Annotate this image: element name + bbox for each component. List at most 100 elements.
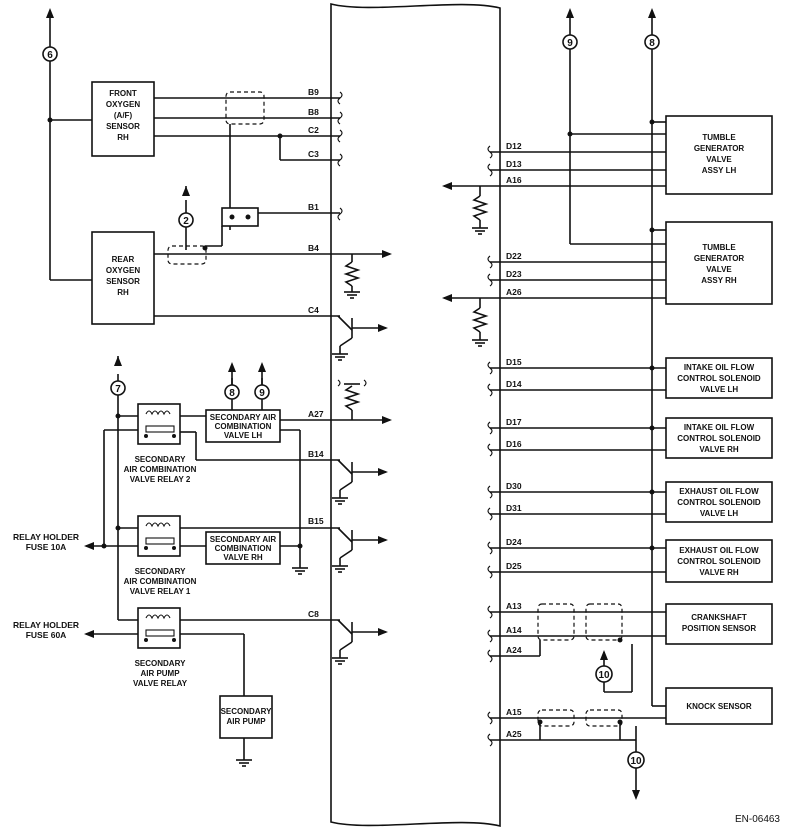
secondary-air-valve-lh-box xyxy=(205,409,281,443)
pin-c4: C4 xyxy=(308,305,319,315)
tgv-rh-label-1: TUMBLE xyxy=(702,243,736,252)
fuse-10a-label-1: RELAY HOLDER xyxy=(13,532,79,542)
junction-box-b1 xyxy=(221,207,259,227)
tgv-rh-label-2: GENERATOR xyxy=(694,254,745,263)
tgv-lh-label-3: VALVE xyxy=(706,155,732,164)
valve-lh-label-2: COMBINATION xyxy=(215,422,272,431)
exhaust-lh-label-1: EXHAUST OIL FLOW xyxy=(679,487,759,496)
intake-lh-label-3: VALVE LH xyxy=(700,385,739,394)
valve-rh-label-3: VALVE RH xyxy=(223,553,262,562)
pin-a13: A13 xyxy=(506,601,522,611)
valve-rh-label-2: COMBINATION xyxy=(215,544,272,553)
front-oxygen-label-5: RH xyxy=(117,133,129,142)
pin-d15: D15 xyxy=(506,357,522,367)
tgv-lh-label-2: GENERATOR xyxy=(694,144,745,153)
reference-marker-10-upper xyxy=(595,665,613,683)
pin-d13: D13 xyxy=(506,159,522,169)
intake-rh-label-3: VALVE RH xyxy=(699,445,738,454)
relay-1-label-1: SECONDARY xyxy=(135,567,186,576)
svg-text:8: 8 xyxy=(649,38,655,49)
intake-rh-label-1: INTAKE OIL FLOW xyxy=(684,423,755,432)
front-oxygen-label-3: (A/F) xyxy=(114,111,133,120)
intake-lh-label-2: CONTROL SOLENOID xyxy=(677,374,761,383)
exhaust-lh-label-3: VALVE LH xyxy=(700,509,739,518)
rear-oxygen-label-4: RH xyxy=(117,288,129,297)
relay-1-label-3: VALVE RELAY 1 xyxy=(130,587,191,596)
relay-1-box xyxy=(137,515,181,557)
tgv-rh-label-4: ASSY RH xyxy=(701,276,737,285)
shield-crank-2 xyxy=(585,603,623,641)
pin-b1: B1 xyxy=(308,202,319,212)
ecu-body xyxy=(330,2,501,828)
relay-2-box xyxy=(137,403,181,445)
front-oxygen-label-1: FRONT xyxy=(109,89,137,98)
pin-a14: A14 xyxy=(506,625,522,635)
fuse-60a-label-1: RELAY HOLDER xyxy=(13,620,79,630)
crankshaft-label-2: POSITION SENSOR xyxy=(682,624,756,633)
tgv-rh-label-3: VALVE xyxy=(706,265,732,274)
air-pump-label-2: AIR PUMP xyxy=(226,717,266,726)
svg-text:8: 8 xyxy=(229,388,235,399)
pin-d12: D12 xyxy=(506,141,522,151)
crankshaft-sensor-box xyxy=(665,603,773,645)
fuse-60a-label-2: FUSE 60A xyxy=(26,630,67,640)
air-pump-label-1: SECONDARY xyxy=(221,707,272,716)
pin-b9: B9 xyxy=(308,87,319,97)
pump-relay-box xyxy=(137,607,181,649)
pin-d31: D31 xyxy=(506,503,522,513)
pin-d24: D24 xyxy=(506,537,522,547)
pin-b15: B15 xyxy=(308,516,324,526)
figure-code: EN-06463 xyxy=(735,814,780,825)
pin-b8: B8 xyxy=(308,107,319,117)
front-oxygen-sensor-box xyxy=(91,81,155,157)
intake-lh-label-1: INTAKE OIL FLOW xyxy=(684,363,755,372)
front-oxygen-label-2: OXYGEN xyxy=(106,100,140,109)
rear-oxygen-label-3: SENSOR xyxy=(106,277,140,286)
shield-crank-1 xyxy=(537,603,575,641)
relay-1-label-2: AIR COMBINATION xyxy=(124,577,197,586)
svg-text:10: 10 xyxy=(630,756,642,767)
pin-c3: C3 xyxy=(308,149,319,159)
reference-marker-2 xyxy=(178,212,194,228)
rear-oxygen-label-2: OXYGEN xyxy=(106,266,140,275)
pump-relay-label-3: VALVE RELAY xyxy=(133,679,188,688)
exhaust-lh-label-2: CONTROL SOLENOID xyxy=(677,498,761,507)
pin-b4: B4 xyxy=(308,243,319,253)
crankshaft-label-1: CRANKSHAFT xyxy=(691,613,747,622)
pin-a15: A15 xyxy=(506,707,522,717)
tgv-lh-label-4: ASSY LH xyxy=(702,166,737,175)
pin-a25: A25 xyxy=(506,729,522,739)
exhaust-oil-rh-box xyxy=(665,539,773,583)
svg-text:9: 9 xyxy=(259,388,265,399)
front-oxygen-label-4: SENSOR xyxy=(106,122,140,131)
svg-text:9: 9 xyxy=(567,38,573,49)
pin-d23: D23 xyxy=(506,269,522,279)
pin-d16: D16 xyxy=(506,439,522,449)
secondary-air-valve-rh-box xyxy=(205,531,281,565)
pin-b14: B14 xyxy=(308,449,324,459)
reference-marker-6 xyxy=(42,46,58,62)
pin-a24: A24 xyxy=(506,645,522,655)
valve-rh-label-1: SECONDARY AIR xyxy=(210,535,277,544)
intake-rh-label-2: CONTROL SOLENOID xyxy=(677,434,761,443)
exhaust-rh-label-2: CONTROL SOLENOID xyxy=(677,557,761,566)
valve-lh-label-1: SECONDARY AIR xyxy=(210,413,277,422)
pin-d25: D25 xyxy=(506,561,522,571)
relay-2-label-3: VALVE RELAY 2 xyxy=(130,475,191,484)
exhaust-rh-label-3: VALVE RH xyxy=(699,568,738,577)
rear-oxygen-label-1: REAR xyxy=(112,255,135,264)
pump-relay-label-2: AIR PUMP xyxy=(140,669,180,678)
tgv-rh-box xyxy=(665,221,773,305)
shield-knock-1 xyxy=(537,709,575,727)
rear-oxygen-sensor-box xyxy=(91,231,155,325)
reference-marker-10-lower xyxy=(627,751,645,769)
valve-lh-label-3: VALVE LH xyxy=(224,431,263,440)
tgv-lh-box xyxy=(665,115,773,195)
exhaust-rh-label-1: EXHAUST OIL FLOW xyxy=(679,546,759,555)
pin-c2: C2 xyxy=(308,125,319,135)
pump-relay-label-1: SECONDARY xyxy=(135,659,186,668)
intake-oil-rh-box xyxy=(665,417,773,459)
shield-front-o2 xyxy=(225,91,265,125)
svg-text:2: 2 xyxy=(183,216,189,227)
